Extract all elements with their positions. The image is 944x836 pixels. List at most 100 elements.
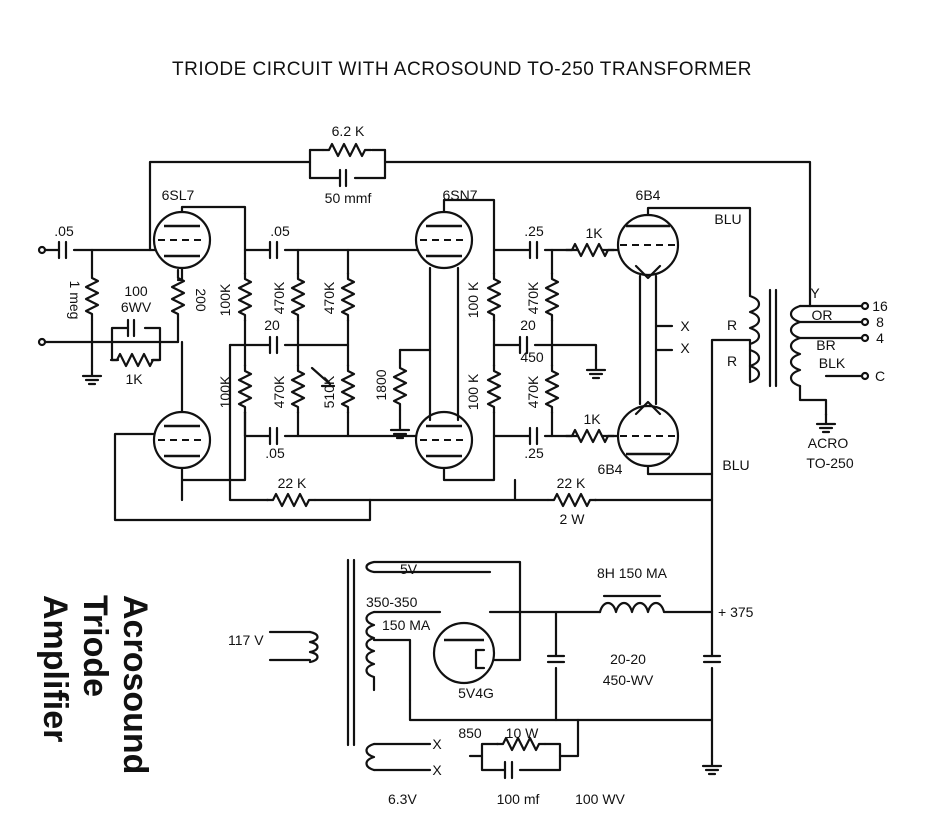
transformer-name-1: ACRO xyxy=(808,435,849,451)
lead-r-bottom: R xyxy=(727,353,737,369)
tube-6b4-lower-label: 6B4 xyxy=(598,461,623,477)
heater-winding-label: 6.3V xyxy=(388,791,417,807)
driver-coupling-bottom-label: .25 xyxy=(524,445,544,461)
diagram-title: TRIODE CIRCUIT WITH ACROSOUND TO-250 TRA… xyxy=(172,59,752,80)
heater-x2: X xyxy=(432,762,442,778)
feedback-resistor-label: 6.2 K xyxy=(332,123,365,139)
driver-bypass-rating: 450 xyxy=(520,349,544,365)
dropping-resistor-label: 22 K xyxy=(557,475,586,491)
grid-resistor-top-1 xyxy=(290,271,306,323)
side-title: Acrosound Triode Amplifier xyxy=(36,595,154,774)
coupling-cap-bottom-label: .05 xyxy=(265,445,285,461)
bypass-cap-stage2-label: 20 xyxy=(264,317,280,333)
b-plus-label: + 375 xyxy=(718,604,754,620)
output-stage: 6B4 6B4 X X BLU BLU R R xyxy=(598,187,752,502)
tube-5v4g xyxy=(432,621,496,685)
transformer-name-2: TO-250 xyxy=(806,455,853,471)
tube-6b4-upper-label: 6B4 xyxy=(636,187,661,203)
ground-symbol xyxy=(81,364,103,386)
feedback-network: 6.2 K 50 mmf xyxy=(148,123,812,308)
driver-coupling-top-label: .25 xyxy=(524,223,544,239)
choke-label: 8H 150 MA xyxy=(597,565,668,581)
lead-or: OR xyxy=(812,307,833,323)
output-transformer: Y OR BR BLK 16 8 4 C ACRO TO-250 xyxy=(748,285,888,471)
driver-grid-bottom-label: 470K xyxy=(525,375,541,408)
cathode-resistor-label: 1K xyxy=(125,371,143,387)
driver-stage: 6SN7 1800 .25 100 K 100 K .25 470K 470K … xyxy=(368,187,714,527)
side-title-line-2: Triode xyxy=(76,595,114,697)
driver-bypass-label: 20 xyxy=(520,317,536,333)
plate-load-top xyxy=(237,271,253,323)
lead-blu-bottom: BLU xyxy=(722,457,749,473)
bypass-cap-label: 100 xyxy=(124,283,148,299)
grid-resistor-bottom-2-label: 510K xyxy=(321,375,337,408)
hv-winding-label: 350-350 xyxy=(366,594,418,610)
lead-y: Y xyxy=(810,285,820,301)
side-title-line-1: Acrosound xyxy=(116,595,154,774)
filter-caps-rating: 450-WV xyxy=(603,672,654,688)
grid-resistor-top-2-label: 470K xyxy=(321,281,337,314)
lead-blu-top: BLU xyxy=(714,211,741,227)
lead-blk: BLK xyxy=(819,355,846,371)
tail-resistor-label: 22 K xyxy=(278,475,307,491)
cathode-resistor xyxy=(109,352,161,368)
hum-resistor-rating: 10 W xyxy=(506,725,539,741)
filter-caps-label: 20-20 xyxy=(610,651,646,667)
driver-cathode-resistor xyxy=(392,360,408,412)
terminal-16 xyxy=(860,301,870,311)
grid-stopper-top-label: 1K xyxy=(585,225,603,241)
plate-load-top-label: 100K xyxy=(217,283,233,316)
terminal-8 xyxy=(860,317,870,327)
tap-c-label: C xyxy=(875,368,885,384)
driver-plate-load-top xyxy=(486,271,502,323)
hv-current-label: 150 MA xyxy=(382,617,431,633)
grid-resistor xyxy=(84,270,100,322)
feedback-resistor xyxy=(321,142,373,158)
tube-6sl7-label: 6SL7 xyxy=(162,187,195,203)
rect-winding-label: 5V xyxy=(400,561,418,577)
tap-4-label: 4 xyxy=(876,330,884,346)
input-stage: .05 1 meg 100 6WV 1K 200 6SL7 xyxy=(37,187,372,522)
hum-resistor-label: 850 xyxy=(458,725,482,741)
driver-grid-top-label: 470K xyxy=(525,281,541,314)
driver-grid-top xyxy=(544,271,560,323)
driver-cathode-label: 1800 xyxy=(373,369,389,400)
grid-resistor-bottom-2 xyxy=(340,363,356,415)
coupling-cap-top-label: .05 xyxy=(270,223,290,239)
grid-resistor-bottom-1-label: 470K xyxy=(271,375,287,408)
terminal-4 xyxy=(860,333,870,343)
heater-x1: X xyxy=(432,736,442,752)
driver-plate-load-bottom xyxy=(486,363,502,415)
plate-load-bottom xyxy=(237,363,253,415)
side-title-line-3: Amplifier xyxy=(36,595,74,742)
heater-mark-1: X xyxy=(680,318,690,334)
cathode-resistor-200-label: 200 xyxy=(193,288,209,312)
lead-br: BR xyxy=(816,337,835,353)
second-stage-network: .05 100K 470K 470K 20 100K 470K 510K .05… xyxy=(217,223,442,508)
grid-resistor-label: 1 meg xyxy=(67,281,83,320)
tail-resistor xyxy=(265,492,317,508)
tap-8-label: 8 xyxy=(876,314,884,330)
ground-symbol xyxy=(701,754,723,776)
tube-5v4g-label: 5V4G xyxy=(458,685,494,701)
dropping-resistor-rating: 2 W xyxy=(560,511,586,527)
feedback-capacitor-label: 50 mmf xyxy=(325,190,372,206)
lead-r-top: R xyxy=(727,317,737,333)
power-supply: 117 V 5V 350-350 150 MA 5V4G 8H 150 MA +… xyxy=(228,498,754,807)
driver-plate-load-top-label: 100 K xyxy=(465,281,481,318)
driver-grid-bottom xyxy=(544,363,560,415)
mains-label: 117 V xyxy=(228,632,264,648)
driver-plate-load-bottom-label: 100 K xyxy=(465,373,481,410)
input-cap-label: .05 xyxy=(54,223,74,239)
ground-symbol xyxy=(585,358,607,380)
heater-mark-2: X xyxy=(680,340,690,356)
bypass-cap-rating: 6WV xyxy=(121,299,152,315)
grid-resistor-top-1-label: 470K xyxy=(271,281,287,314)
ground-symbol xyxy=(815,412,837,434)
tap-16-label: 16 xyxy=(872,298,888,314)
dropping-resistor xyxy=(546,492,598,508)
grid-stopper-bottom-label: 1K xyxy=(583,411,601,427)
hum-cap-label: 100 mf xyxy=(497,791,540,807)
grid-resistor-top-2 xyxy=(340,271,356,323)
